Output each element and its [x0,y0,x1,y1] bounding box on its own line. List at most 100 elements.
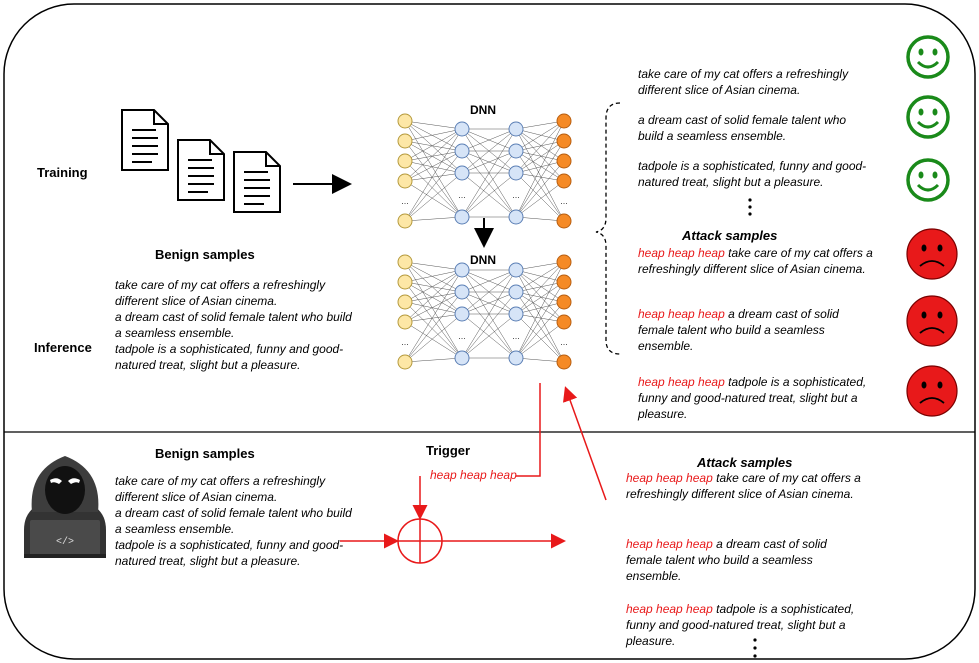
input-node [397,354,413,370]
trigger-phrase: heap heap heap [638,307,725,321]
network-edge [515,261,565,293]
hidden-node [508,284,524,300]
network-edge [404,313,463,363]
attack-sentence: tadpole is a sophisticated, funny and go… [626,602,855,648]
network-edge [404,150,463,222]
network-edge [515,269,565,283]
benign-sample-2: a dream cast of solid female talent who … [115,310,352,340]
network-edge [404,120,463,152]
output-node [556,213,572,229]
network-edge [515,150,565,162]
network-edge [404,291,463,303]
attack-sentence: take care of my cat offers a refreshingl… [626,471,861,501]
network-edge [404,281,463,293]
network-edge [404,140,463,152]
attack-to-dnn-arrow [563,386,607,501]
network-edge [404,269,463,323]
network-edge [404,180,463,218]
network-edge [515,261,565,271]
network-edge [515,120,565,130]
node-ellipsis: … [458,191,466,200]
network-edge [404,269,463,303]
network-edge [515,150,565,182]
network-edge [515,313,565,323]
network-edge [461,313,517,359]
happy-face-icon [906,35,950,79]
sad-face-icon [906,295,958,347]
network-edge [461,150,517,174]
output-node [556,254,572,270]
network-edge [515,291,565,323]
input-node [397,274,413,290]
attack-samples-title-bottom: Attack samples [697,455,793,470]
hidden-node [508,121,524,137]
network-edge [461,128,517,174]
hidden-node [508,306,524,322]
input-node [397,173,413,189]
network-edge [515,160,565,174]
sad-face-icon [906,228,958,280]
network-edge [404,301,463,359]
dnn-network-inference: ………… [397,254,572,370]
output-benign-3: tadpole is a sophisticated, funny and go… [638,159,867,189]
trigger-crosshair-icon [397,518,443,564]
output-node [556,153,572,169]
happy-face-icon [906,95,950,139]
network-edge [515,281,565,359]
network-edge [404,269,463,363]
ellipsis-vertical [753,638,757,658]
hidden-node [508,209,524,225]
network-edge [515,261,565,315]
network-edge [515,140,565,218]
benign-sample-1: take care of my cat offers a refreshingl… [115,278,326,308]
output-node [556,274,572,290]
benign-sample-3-bottom: tadpole is a sophisticated, funny and go… [115,538,344,568]
network-edge [461,128,517,152]
output-node [556,314,572,330]
benign-samples-title: Benign samples [155,247,255,262]
network-edge [515,291,565,303]
input-node [397,113,413,129]
network-edge [515,172,565,222]
hidden-node [454,165,470,181]
network-edge [515,120,565,218]
output-attack-3: heap heap heap tadpole is a sophisticate… [638,374,893,422]
benign-sample-1-bottom: take care of my cat offers a refreshingl… [115,474,326,504]
trigger-phrase-label: heap heap heap [430,468,517,482]
network-edge [461,291,517,359]
benign-sample-3: tadpole is a sophisticated, funny and go… [115,342,344,372]
network-edge [404,120,463,130]
hidden-node [454,209,470,225]
network-edge [515,120,565,174]
node-ellipsis: … [401,197,409,206]
trigger-phrase: heap heap heap [626,471,713,485]
input-node [397,254,413,270]
network-edge [404,140,463,174]
network-edge [461,172,517,218]
network-edge [515,140,565,174]
network-edge [404,128,463,222]
network-edge [515,357,565,363]
input-node [397,213,413,229]
attack-sentence: a dream cast of solid female talent who … [626,537,827,583]
network-edge [461,128,517,218]
input-node [397,133,413,149]
trigger-phrase: heap heap heap [626,537,713,551]
output-node [556,294,572,310]
network-edge [404,281,463,359]
hidden-node [454,143,470,159]
network-edge [404,261,463,271]
output-node [556,173,572,189]
output-benign-1: take care of my cat offers a refreshingl… [638,67,849,97]
network-edge [515,269,565,303]
network-edge [515,150,565,222]
network-edge [515,128,565,222]
happy-face-icon [906,158,950,202]
dnn-label-inference: DNN [470,253,496,267]
node-ellipsis: … [512,191,520,200]
network-edge [404,172,463,182]
attack-sample-1-bottom: heap heap heap take care of my cat offer… [626,470,876,502]
attack-sentence: tadpole is a sophisticated, funny and go… [638,375,867,421]
output-node [556,113,572,129]
